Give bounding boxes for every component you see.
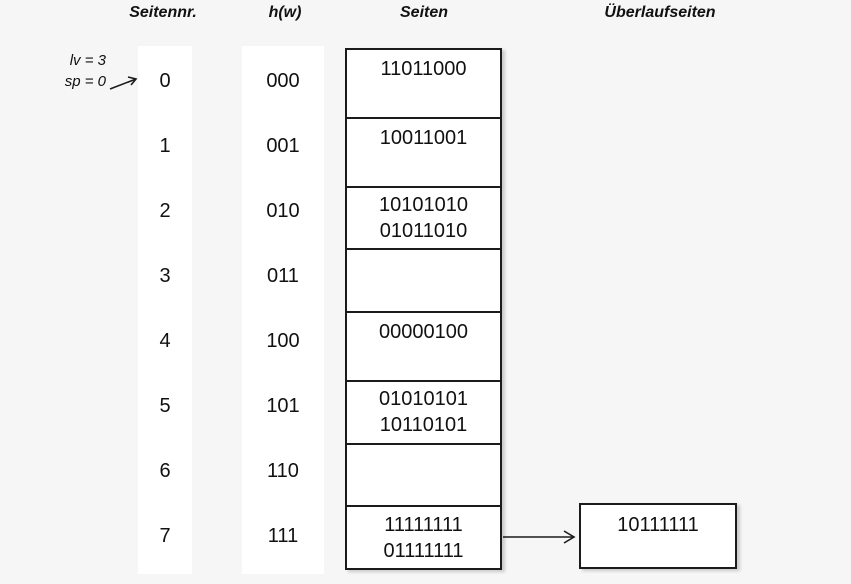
record-key: 10011001 (379, 126, 468, 149)
bucket-cell-7: 11111111 01111111 (347, 505, 500, 568)
hash-value: 000 (266, 70, 300, 92)
overflow-page-box: 10111111 (579, 503, 737, 569)
hash-column-background (242, 46, 324, 574)
split-pointer-value: sp = 0 (64, 73, 106, 90)
hash-value: 011 (267, 265, 299, 287)
split-pointer-arrow-icon (109, 76, 138, 90)
hash-value: 010 (266, 200, 300, 222)
page-number: 7 (159, 525, 171, 547)
page-number: 4 (159, 330, 171, 352)
hash-value: 100 (266, 330, 300, 352)
record-key: 01010101 (379, 388, 468, 411)
record-key: 11011000 (380, 58, 467, 80)
bucket-cell-6 (347, 442, 500, 506)
page-number: 5 (159, 395, 171, 417)
record-key: 01111111 (383, 539, 464, 562)
bucket-cell-1: 10011001 (347, 116, 500, 186)
page-number-column: 0 1 2 3 4 5 6 7 (138, 49, 192, 569)
page-number: 0 (159, 70, 171, 92)
bucket-cell-4: 00000100 (347, 311, 500, 380)
header-page-number: Seitennr. (129, 4, 197, 21)
record-key: 01011010 (379, 219, 468, 242)
hash-value: 001 (266, 135, 300, 157)
record-key: 10111111 (617, 514, 699, 536)
page-number: 6 (159, 460, 171, 482)
record-key: 00000100 (379, 321, 468, 343)
record-key: 10110101 (379, 414, 468, 437)
bucket-cell-3 (347, 248, 500, 311)
page-number: 2 (159, 200, 171, 222)
hash-value: 110 (267, 460, 299, 482)
bucket-cell-2: 10101010 01011010 (347, 185, 500, 249)
page-number: 3 (159, 265, 171, 287)
level-value: lv = 3 (69, 52, 106, 69)
record-key: 10101010 (379, 193, 468, 216)
page-number-column-background (138, 46, 192, 574)
bucket-cell-5: 01010101 10110101 (347, 379, 500, 443)
record-key: 11111111 (384, 513, 463, 536)
header-pages: Seiten (399, 4, 449, 21)
page-number: 1 (159, 135, 171, 157)
header-overflow-pages: Überlaufseiten (604, 4, 716, 21)
state-annotation: lv = 3 sp = 0 (28, 50, 106, 92)
hash-value: 111 (267, 525, 299, 547)
primary-pages-box: 11011000 10011001 10101010 01011010 0000… (345, 48, 502, 570)
hash-value-column: 000 001 010 011 100 101 110 111 (242, 49, 324, 569)
bucket-cell-0: 11011000 (347, 50, 500, 117)
hash-value: 101 (266, 395, 300, 417)
overflow-link-arrow-icon (503, 530, 576, 544)
header-hash-function: h(w) (268, 4, 302, 21)
